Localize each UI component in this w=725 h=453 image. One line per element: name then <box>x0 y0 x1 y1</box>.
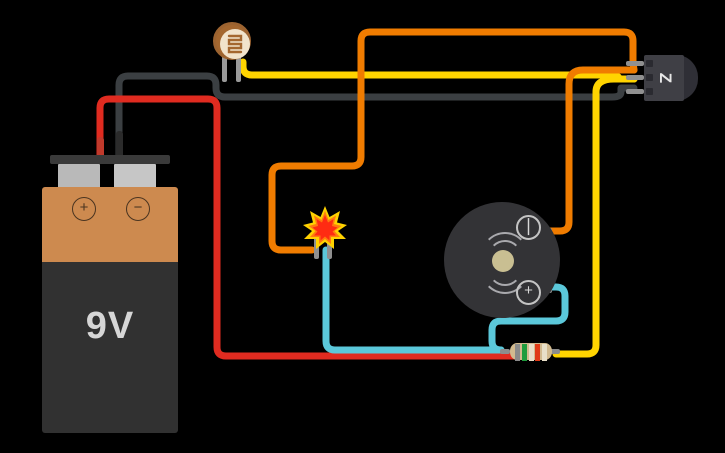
transistor-pin-base <box>626 75 644 80</box>
red-wire-path <box>96 95 544 360</box>
resistor-band-5 <box>542 344 547 361</box>
led[interactable] <box>302 205 348 261</box>
resistor-body <box>510 343 552 361</box>
resistor-lead-left <box>500 349 510 354</box>
battery-plus-lead <box>97 137 104 161</box>
black-wire-path <box>115 72 638 164</box>
speaker[interactable]: ❘ + <box>444 202 560 318</box>
battery-minus-sign: − <box>126 197 150 221</box>
led-core <box>312 215 338 241</box>
sound-wave-arc-2 <box>481 232 529 280</box>
battery-plus-sign: + <box>72 197 96 221</box>
cyan-wire-path <box>322 246 505 354</box>
resistor-lead-right <box>550 349 560 354</box>
photoresistor-sensor-face <box>220 29 250 59</box>
battery-terminal-plus[interactable] <box>58 164 100 188</box>
battery-minus-lead <box>116 131 123 161</box>
speaker-cone <box>492 250 514 272</box>
sound-wave-arc-4 <box>481 246 529 294</box>
battery-body-lower <box>42 262 178 433</box>
photoresistor-head <box>213 22 251 60</box>
battery-body-upper: + − <box>42 187 178 262</box>
transistor-pin-emitter <box>626 89 644 94</box>
resistor-band-2 <box>522 344 527 361</box>
resistor-band-4 <box>535 344 540 361</box>
transistor-pin-collector <box>626 61 644 66</box>
transistor[interactable]: Z <box>626 55 700 101</box>
battery-terminal-minus[interactable] <box>114 164 156 188</box>
transistor-marking: Z <box>656 72 675 84</box>
transistor-pinhole-base <box>646 74 653 81</box>
photoresistor[interactable] <box>213 22 255 84</box>
battery-voltage-label: 9V <box>85 305 135 347</box>
photoresistor-legs <box>221 56 245 82</box>
battery-9v[interactable]: + − 9V <box>42 131 178 433</box>
photoresistor-leg-right <box>236 56 241 82</box>
cyan-speaker-wire-path <box>488 283 569 354</box>
led-leg-cathode <box>327 235 332 259</box>
speaker-terminal-plus[interactable]: + <box>516 280 541 305</box>
resistor-band-3 <box>529 344 534 361</box>
orange-wire-path <box>268 28 638 254</box>
transistor-pinhole-emitter <box>646 88 653 95</box>
battery-cap <box>50 155 170 164</box>
speaker-terminal-minus[interactable]: ❘ <box>516 215 541 240</box>
transistor-pinhole-collector <box>646 60 653 67</box>
resistor[interactable] <box>500 342 560 362</box>
photoresistor-serpentine-icon <box>227 34 243 54</box>
led-glow-burst-icon <box>303 206 347 249</box>
photoresistor-leg-left <box>222 56 227 82</box>
orange-speaker-wire-path <box>537 66 638 235</box>
resistor-band-1 <box>515 344 520 361</box>
yellow-wire-resistor-path <box>552 75 638 358</box>
